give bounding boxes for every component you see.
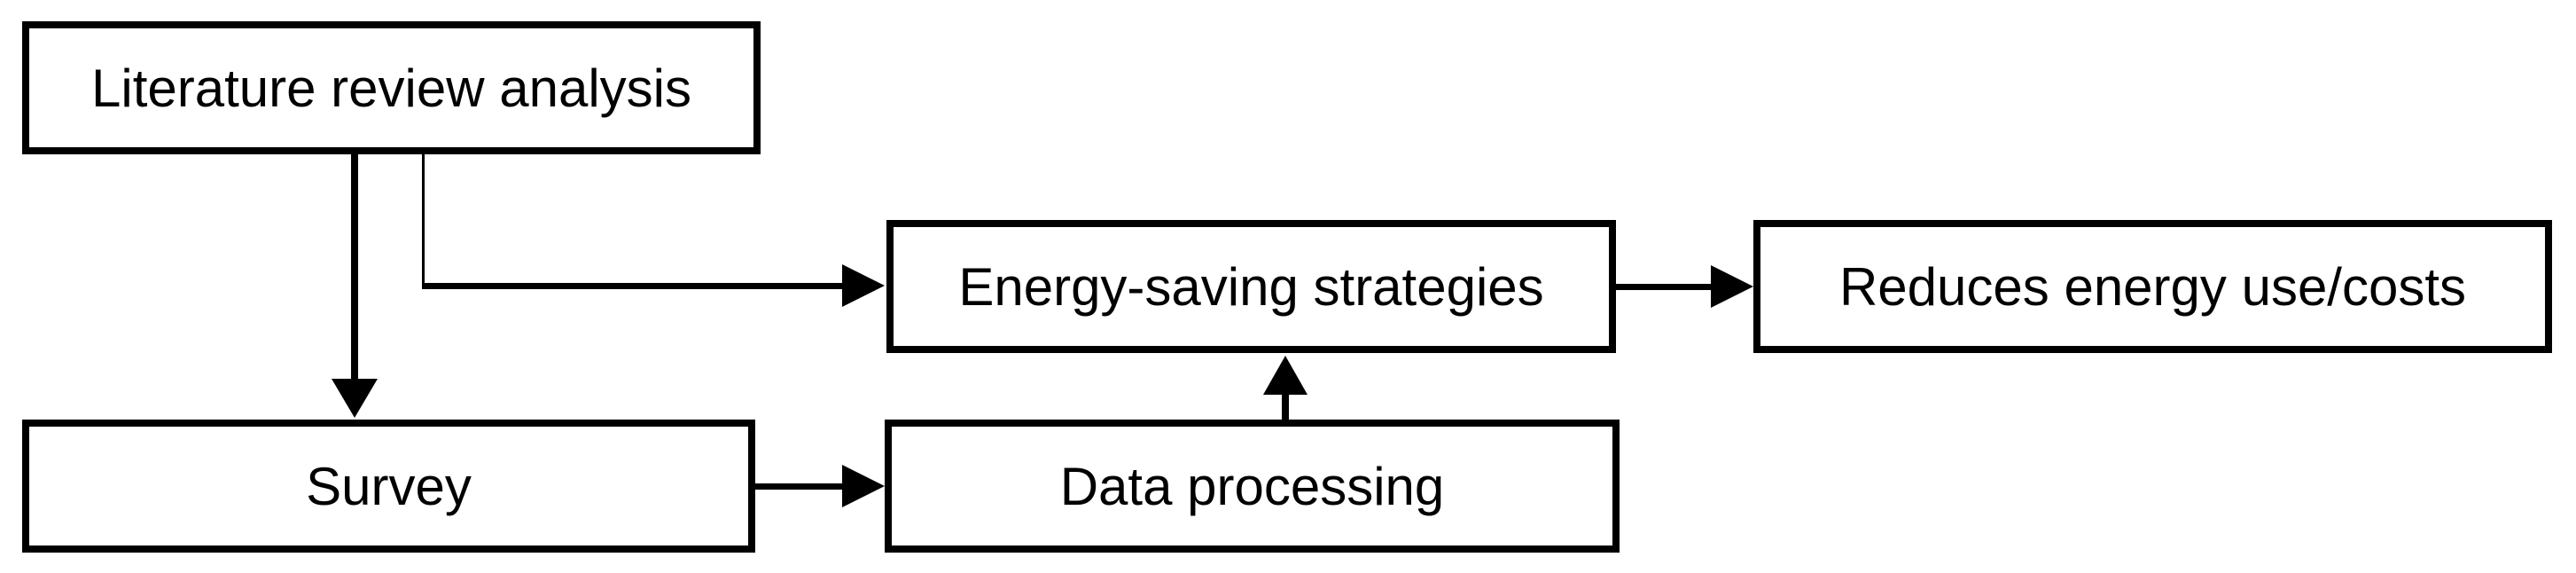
connector-vertical-segment: [422, 151, 425, 286]
arrow-stem: [1282, 394, 1289, 420]
node-label: Literature review analysis: [91, 58, 691, 118]
node-label: Reduces energy use/costs: [1838, 256, 2467, 317]
node-label: Survey: [306, 456, 472, 516]
arrowhead-up-icon: [1263, 356, 1308, 395]
connector-horizontal-segment: [422, 283, 844, 289]
node-reduces-energy-use-costs: Reduces energy use/costs: [1753, 220, 2552, 353]
node-survey: Survey: [22, 420, 755, 553]
node-label: Energy-saving strategies: [958, 256, 1544, 317]
node-energy-saving-strategies: Energy-saving strategies: [886, 220, 1616, 353]
node-literature-review-analysis: Literature review analysis: [22, 21, 761, 154]
arrowhead-right-icon: [842, 465, 885, 507]
arrow-stem: [351, 151, 358, 380]
arrow-stem: [755, 483, 844, 490]
arrowhead-right-icon: [842, 264, 885, 307]
arrowhead-right-icon: [1711, 265, 1753, 308]
arrow-stem: [1616, 284, 1713, 290]
node-label: Data processing: [1059, 456, 1445, 516]
node-data-processing: Data processing: [885, 420, 1620, 553]
arrowhead-down-icon: [332, 379, 378, 418]
